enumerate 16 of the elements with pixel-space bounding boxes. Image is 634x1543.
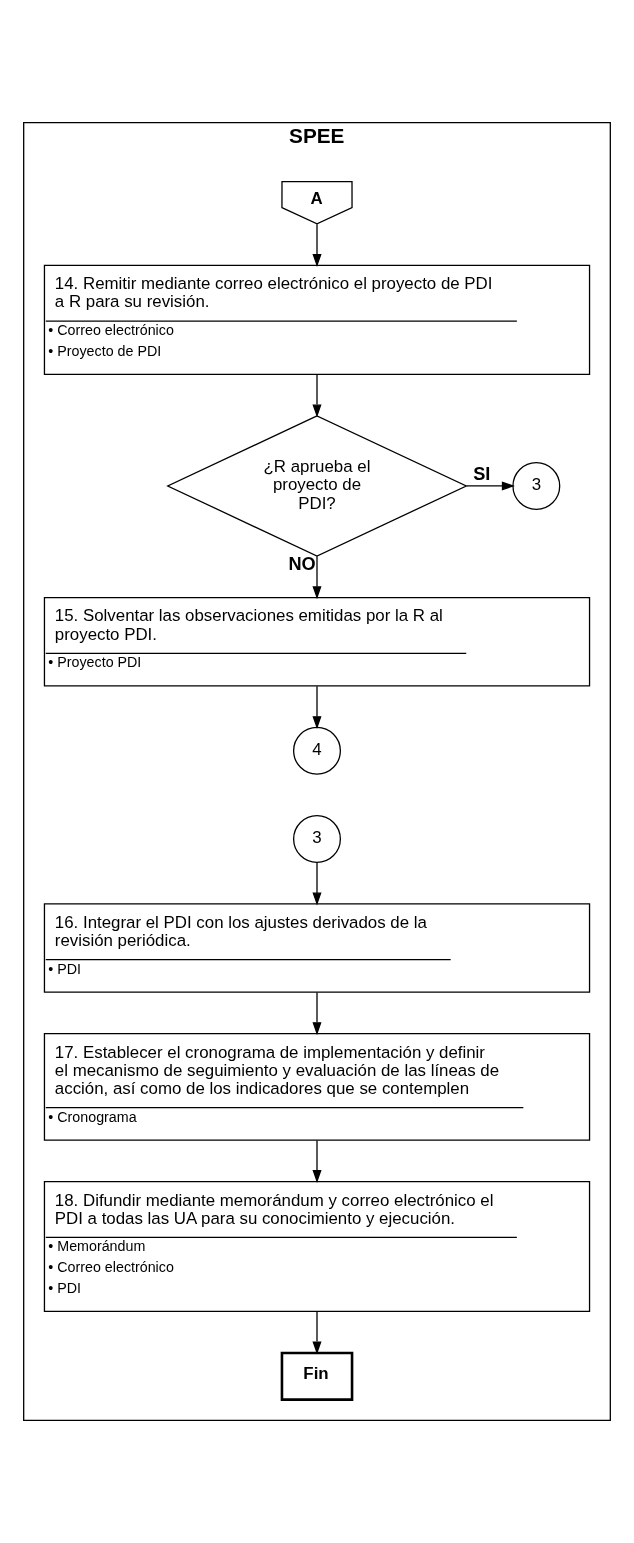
arrow (312, 223, 322, 268)
arrow (312, 1139, 322, 1184)
node-box: Fin (280, 1351, 354, 1401)
arrow (312, 685, 322, 730)
edge-label: SI (473, 463, 491, 484)
node-circle: 3 (293, 815, 341, 863)
arrow (312, 1311, 322, 1355)
node-circle: 4 (293, 726, 341, 775)
node-diamond: ¿R aprueba el proyecto de PDI? (166, 415, 468, 557)
node-circle: 3 (512, 461, 561, 510)
arrow (312, 374, 322, 418)
arrow (465, 481, 515, 491)
arrow (312, 555, 322, 600)
edge-label: NO (288, 554, 316, 575)
arrow (312, 991, 322, 1036)
arrow (312, 862, 322, 906)
